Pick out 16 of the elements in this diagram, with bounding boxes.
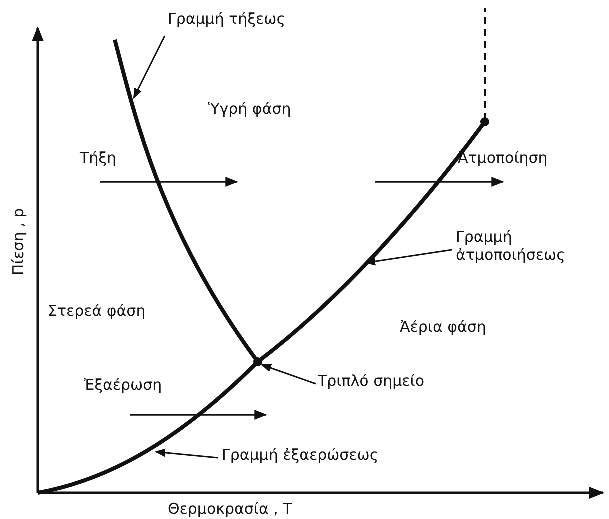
callout-label: Γραμμή ἐξαερώσεως [222,446,379,464]
leader-line [154,448,218,459]
axis-title: Πίεση , p [9,208,28,276]
callout-label: Τριπλό σημείο [318,372,425,390]
region-label: Στερεά φάση [48,302,146,320]
region-label: Ἀέρια φάση [400,318,486,336]
axis-title: Θερμοκρασία , T [168,500,292,518]
callout-label: Γραμμή τήξεως [168,10,286,28]
process-label: Ἀτμοποίηση [458,149,548,167]
leader-line [261,364,316,385]
callout-label: Γραμμή ἀτμοποιήσεως [456,228,566,264]
triple-point-dot [254,358,262,366]
process-label: Ἐξαέρωση [84,376,162,394]
process-label: Τήξη [80,149,117,167]
region-label: Ὑγρή φάση [208,100,292,118]
leader-line [133,36,166,99]
